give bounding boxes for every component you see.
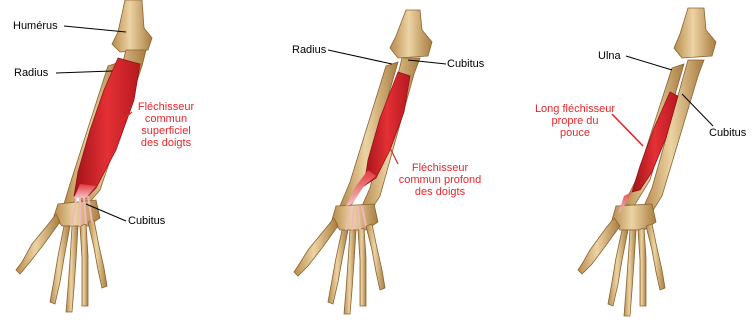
label-line: des doigts [124,137,208,149]
panel-superficial-flexor [16,0,152,312]
label-line: propre du [520,115,630,127]
label-radius-2: Radius [292,44,326,56]
label-long-thumb-flexor: Long fléchisseur propre du pouce [520,103,630,139]
label-cubitus-1: Cubitus [128,215,165,227]
label-deep-flexor: Fléchisseur commun profond des doigts [388,162,492,198]
label-ulna: Ulna [598,50,621,62]
label-line: commun [124,113,208,125]
label-line: des doigts [388,186,492,198]
label-line: Fléchisseur [388,162,492,174]
label-line: Fléchisseur [124,101,208,113]
label-cubitus-3: Cubitus [709,127,746,139]
label-line: pouce [520,127,630,139]
label-humerus: Humérus [13,20,58,32]
label-cubitus-2: Cubitus [447,58,484,70]
label-line: Long fléchisseur [520,103,630,115]
label-radius-1: Radius [14,67,48,79]
label-line: commun profond [388,174,492,186]
label-line: superficiel [124,125,208,137]
label-superficial-flexor: Fléchisseur commun superficiel des doigt… [124,101,208,149]
